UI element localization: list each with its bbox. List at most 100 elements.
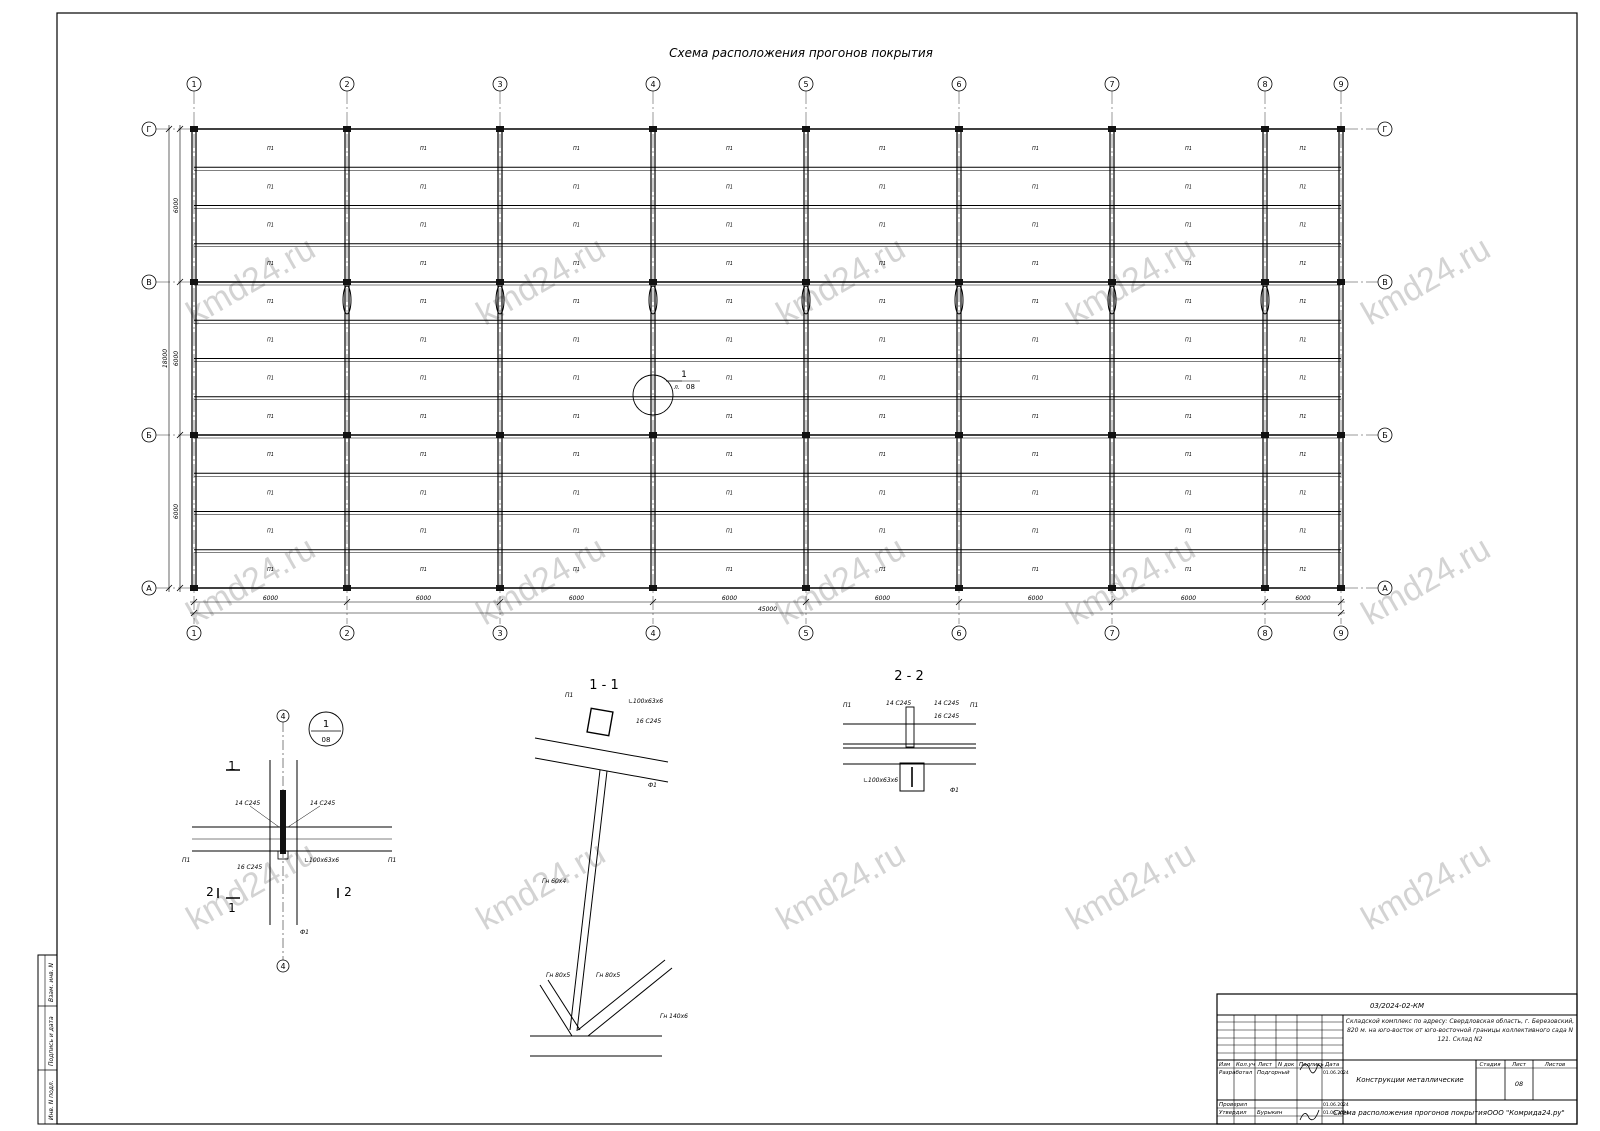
- callout-sheet-prefix: л.: [673, 384, 680, 391]
- purlin-mark: П1: [726, 414, 733, 420]
- dimension-tick: [165, 584, 173, 592]
- date-developer: 01.06.2024: [1323, 1070, 1349, 1076]
- dimension-text: 6000: [173, 504, 180, 519]
- purlin-mark: П1: [1300, 376, 1307, 382]
- purlin-mark: П1: [573, 529, 580, 535]
- purlin-mark: П1: [267, 529, 274, 535]
- purlin-mark: П1: [267, 490, 274, 496]
- callout-number: 1: [681, 370, 687, 380]
- axis-bubble: [141, 427, 157, 443]
- date-checker: 01.06.2024: [1323, 1102, 1349, 1108]
- purlin-mark: П1: [573, 223, 580, 229]
- axis-bubble: [186, 76, 202, 92]
- purlin-mark: П1: [420, 529, 427, 535]
- column-node: [1261, 432, 1269, 438]
- column-node: [343, 432, 351, 438]
- tb-header: N док: [1278, 1062, 1295, 1068]
- purlin-mark: П1: [879, 452, 886, 458]
- column-node: [496, 279, 504, 285]
- purlin-mark: П1: [879, 184, 886, 190]
- axis-bubble: [492, 76, 508, 92]
- dimension-tick: [343, 598, 351, 606]
- dimension-text: 18000: [162, 349, 169, 368]
- sheet-label: Лист: [1511, 1062, 1527, 1068]
- section-title: 1 - 1: [589, 678, 619, 693]
- axis-bubble: [141, 121, 157, 137]
- purlin-mark: П1: [879, 414, 886, 420]
- column-node: [1261, 279, 1269, 285]
- callout-sheet: 08: [686, 383, 695, 391]
- purlin-mark: П1: [726, 337, 733, 343]
- stage-label: Стадия: [1479, 1062, 1501, 1068]
- dimension-tick: [190, 598, 198, 606]
- brace-node: [954, 285, 964, 315]
- axis-label: 2: [344, 80, 349, 89]
- section-label: 16 С245: [934, 713, 959, 720]
- section-label: 14 С245: [934, 700, 959, 707]
- angle-plate: [277, 850, 289, 860]
- brace-node: [801, 285, 811, 315]
- column-node: [343, 279, 351, 285]
- axis-label: 3: [497, 629, 502, 638]
- column-node: [802, 279, 810, 285]
- brace-node: [1107, 285, 1117, 315]
- name-developer: Подгорный: [1257, 1070, 1290, 1076]
- purlin-mark: П1: [1032, 490, 1039, 496]
- purlin-mark: П1: [1185, 337, 1192, 343]
- tb-header: Лист: [1257, 1062, 1273, 1068]
- signature: [1299, 1109, 1320, 1121]
- node-label: 16 С245: [237, 864, 262, 871]
- axis-bubble: [1377, 427, 1393, 443]
- purlin-mark: П1: [1300, 490, 1307, 496]
- name-approver: Бурыкин: [1257, 1110, 1283, 1116]
- stamp-label: Подпись и дата: [48, 1016, 55, 1066]
- axis-label: 4: [650, 80, 655, 89]
- stamp-frame: [37, 954, 58, 1125]
- column-node: [955, 126, 963, 132]
- purlin-mark: П1: [1185, 184, 1192, 190]
- axis-label: 9: [1338, 80, 1343, 89]
- axis-bubble: [1377, 274, 1393, 290]
- purlin-mark: П1: [1300, 299, 1307, 305]
- side-stamp: Взам. инв. N Подпись и дата Инв. N подл.: [37, 954, 58, 1125]
- chord-edge: [534, 737, 669, 763]
- tb-header: Дата: [1324, 1062, 1340, 1068]
- axis-label: 1: [191, 629, 196, 638]
- axis-label: 2: [344, 629, 349, 638]
- tb-header: Изм: [1219, 1062, 1230, 1068]
- purlin-mark: П1: [1185, 414, 1192, 420]
- company-name: ООО "Комрида24.ру": [1487, 1109, 1565, 1117]
- axis-label: Б: [1382, 431, 1388, 440]
- purlin-mark: П1: [726, 146, 733, 152]
- column-node: [649, 126, 657, 132]
- purlin-mark: П1: [1032, 529, 1039, 535]
- purlin-mark: П1: [573, 261, 580, 267]
- column-node: [1108, 432, 1116, 438]
- column-node: [802, 126, 810, 132]
- web-member: [569, 769, 601, 1031]
- section-name: Конструкции металлические: [1356, 1076, 1464, 1084]
- purlin-mark: П1: [879, 337, 886, 343]
- purlin-mark: П1: [879, 146, 886, 152]
- purlin-mark: П1: [267, 299, 274, 305]
- purlin-mark: П1: [267, 376, 274, 382]
- brace-node: [495, 285, 505, 315]
- axis-label: 4: [650, 629, 655, 638]
- purlin-mark: П1: [420, 452, 427, 458]
- purlin-profile: [280, 790, 286, 854]
- purlin-mark: П1: [267, 452, 274, 458]
- section-mark: 1: [228, 901, 236, 915]
- column-node: [955, 432, 963, 438]
- purlin-mark: П1: [726, 490, 733, 496]
- axis-bubble: [1333, 625, 1349, 641]
- dimension-text: 6000: [173, 198, 180, 213]
- purlin-mark: П1: [267, 184, 274, 190]
- purlin-mark: П1: [420, 184, 427, 190]
- node-label: ∟100х63х6: [304, 857, 339, 864]
- dimension-text: 6000: [1295, 595, 1310, 602]
- purlin-mark: П1: [1300, 567, 1307, 573]
- purlin-mark: П1: [573, 184, 580, 190]
- column-node: [1337, 585, 1345, 591]
- section-label: Гн 140х6: [660, 1013, 688, 1020]
